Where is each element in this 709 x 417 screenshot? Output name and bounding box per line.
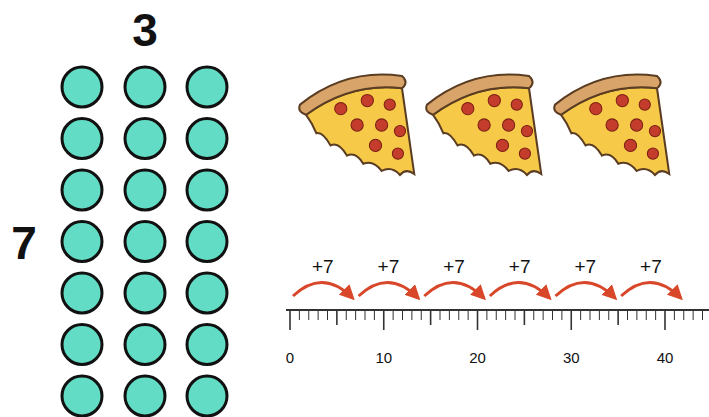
jump-arrow: [359, 282, 419, 298]
tick-label: 10: [375, 350, 392, 365]
jump-arrow: [293, 282, 353, 298]
number-line-tick: [374, 310, 375, 320]
number-line-tick: [289, 310, 291, 330]
counter-dot: [62, 170, 102, 210]
jump-label: +7: [443, 257, 465, 276]
jump-label: +7: [312, 257, 334, 276]
number-line-tick: [327, 310, 328, 320]
number-line-tick: [318, 310, 319, 320]
number-line-tick: [421, 310, 422, 320]
jump-arrow: [490, 282, 550, 298]
number-line-tick: [430, 310, 432, 325]
number-line-tick: [636, 310, 637, 320]
tick-label: 40: [657, 350, 674, 365]
counter-dot: [125, 222, 165, 262]
number-line-tick: [411, 310, 412, 320]
number-line-tick: [627, 310, 628, 320]
jump-label: +7: [574, 257, 596, 276]
dot-array: [62, 67, 227, 416]
number-line-tick: [674, 310, 675, 320]
number-line-tick: [552, 310, 553, 320]
number-line-tick: [580, 310, 581, 320]
counter-dot: [187, 222, 227, 262]
counter-dot: [125, 119, 165, 159]
number-line-tick: [608, 310, 609, 320]
jump-arrow: [621, 282, 681, 298]
number-line-tick: [655, 310, 656, 320]
counter-dot: [62, 222, 102, 262]
counter-dot: [187, 67, 227, 107]
counter-dot: [62, 273, 102, 313]
counter-dot: [187, 325, 227, 365]
pizza-slices: [299, 75, 669, 175]
number-line-tick: [299, 310, 300, 320]
jump-arrow: [424, 282, 484, 298]
pizza-slice: [299, 75, 414, 175]
counter-dot: [125, 67, 165, 107]
number-line-tick: [533, 310, 534, 320]
number-line-tick: [308, 310, 309, 320]
number-line-tick: [346, 310, 347, 320]
number-line-tick: [393, 310, 394, 320]
tick-label: 20: [469, 350, 486, 365]
number-line-tick: [449, 310, 450, 320]
number-line-tick: [505, 310, 506, 320]
counter-dot: [62, 325, 102, 365]
number-line-tick: [599, 310, 600, 320]
counter-dot: [125, 376, 165, 416]
number-line-tick: [355, 310, 356, 320]
number-line-axis: [286, 309, 709, 311]
counter-dot: [62, 119, 102, 159]
number-line-tick: [570, 310, 572, 330]
counter-dot: [62, 376, 102, 416]
counter-dot: [125, 170, 165, 210]
counter-dot: [187, 119, 227, 159]
row-count: 7: [11, 220, 37, 266]
counter-dot: [187, 273, 227, 313]
number-line-tick: [383, 310, 385, 330]
number-line-tick: [683, 310, 684, 320]
pizza-slice: [426, 75, 541, 175]
counter-dot: [125, 325, 165, 365]
number-line-tick: [646, 310, 647, 320]
column-count: 3: [132, 7, 158, 53]
number-line-tick: [496, 310, 497, 320]
number-line-tick: [702, 310, 703, 320]
number-line-tick: [365, 310, 366, 320]
jump-label: +7: [378, 257, 400, 276]
number-line-tick: [477, 310, 479, 330]
number-line-tick: [468, 310, 469, 320]
number-line-tick: [515, 310, 516, 320]
counter-dot: [187, 376, 227, 416]
pizza-slice: [554, 75, 669, 175]
number-line-tick: [664, 310, 666, 330]
jump-label: +7: [509, 257, 531, 276]
counter-dot: [62, 67, 102, 107]
tick-label: 30: [563, 350, 580, 365]
counter-dot: [187, 170, 227, 210]
tick-label: 0: [286, 350, 294, 365]
number-line-tick: [440, 310, 441, 320]
number-line-tick: [458, 310, 459, 320]
jump-label: +7: [640, 257, 662, 276]
number-line-tick: [486, 310, 487, 320]
number-line-tick: [693, 310, 694, 320]
jump-arrow: [556, 282, 616, 298]
jump-arrows: [293, 282, 681, 298]
number-line-tick: [402, 310, 403, 320]
number-line-tick: [524, 310, 526, 325]
number-line: [286, 310, 709, 330]
number-line-tick: [590, 310, 591, 320]
counter-dot: [125, 273, 165, 313]
number-line-tick: [561, 310, 562, 320]
number-line-tick: [543, 310, 544, 320]
number-line-tick: [336, 310, 338, 325]
number-line-tick: [617, 310, 619, 325]
